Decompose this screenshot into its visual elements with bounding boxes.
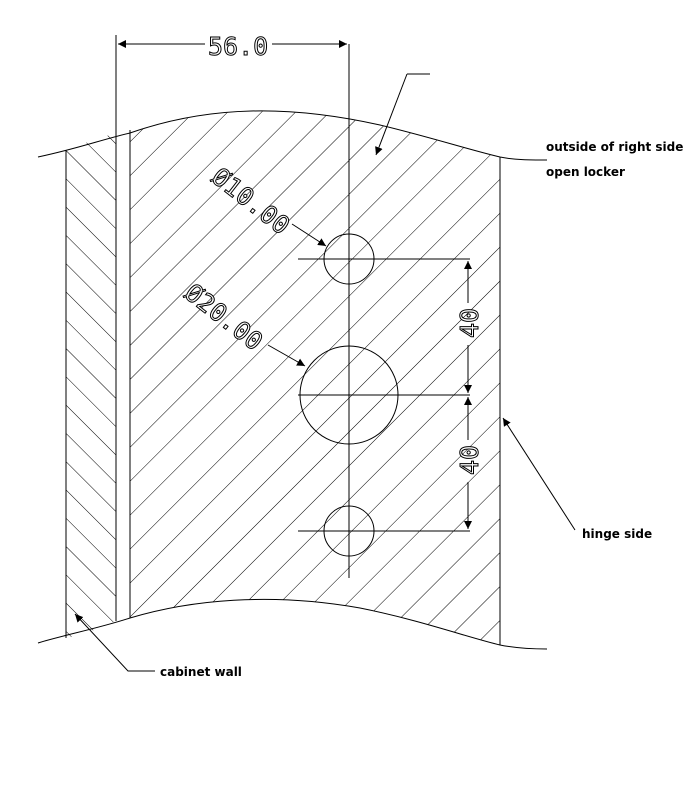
cabinet-wall-label: cabinet wall: [160, 665, 242, 679]
leader-outside: [375, 73, 408, 156]
leader-cabinet-wall: [74, 613, 155, 672]
dimension-40-upper-text: 40: [455, 308, 484, 338]
bottom-break-line: [37, 598, 548, 650]
outside-label-line2: open locker: [546, 165, 625, 179]
leader-small-hole: [291, 223, 327, 247]
leader-large-hole: [267, 344, 306, 367]
outside-label-line1: outside of right side: [546, 140, 683, 154]
dimension-56-text: 56.0: [208, 32, 268, 61]
leader-hinge: [502, 417, 576, 531]
dimension-40-lower-text: 40: [455, 445, 484, 475]
hinge-label: hinge side: [582, 527, 652, 541]
